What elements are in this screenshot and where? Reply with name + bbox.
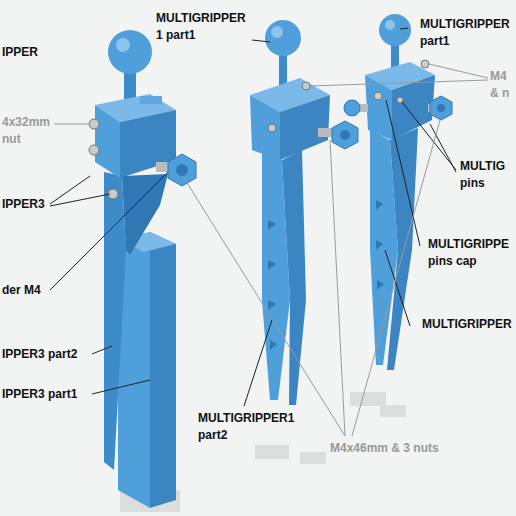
part-label: MULTIGRIPPER1 part2 — [198, 410, 297, 444]
part-label: der M4 — [2, 282, 41, 299]
gripper-3 — [89, 30, 196, 508]
part-label: IPPER3 part2 — [2, 346, 77, 363]
gripper-2 — [344, 14, 452, 370]
part-label: MULTIGRIPPER — [422, 316, 512, 333]
part-label: MULTIGRIPPE pins cap — [428, 236, 512, 270]
part-label: IPPER3 — [2, 196, 45, 213]
part-label: MULTIG pins — [460, 158, 508, 192]
hardware-label: M4 & n — [490, 68, 512, 102]
part-label: MULTIGRIPPER part1 — [420, 16, 512, 50]
gripper-1 — [250, 20, 358, 405]
grey-leader-lines — [54, 64, 488, 436]
leader-lines — [50, 28, 456, 406]
hardware-label: 4x32mm nut — [2, 114, 53, 148]
part-label: MULTIGRIPPER 1 part1 — [156, 10, 248, 44]
part-label: IPPER — [2, 44, 38, 61]
part-label: IPPER3 part1 — [2, 386, 77, 403]
hardware-label: M4x46mm & 3 nuts — [330, 440, 439, 457]
